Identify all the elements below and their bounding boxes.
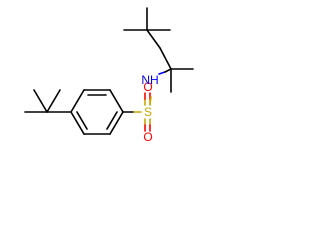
- neopentyl-group: [123, 7, 171, 49]
- bond-nitrogen-to-carbon-c-half: [164, 68, 172, 73]
- bond-ch2-to-quat-top: [146, 29, 161, 49]
- ring-bond-1: [70, 89, 85, 113]
- bond-quat-carbon-to-ch2: [159, 47, 172, 70]
- ring-bond-6: [70, 111, 85, 135]
- ring-bond-3: [109, 89, 124, 113]
- benzene-ring: [70, 89, 124, 135]
- dimethyl-carbon-group: [159, 47, 194, 93]
- tert-butyl-group: [24, 89, 72, 113]
- bond-tbutyl-methyl-top-right: [46, 89, 61, 113]
- bond-sulfur-to-nitrogen-sulfur-half: [149, 96, 152, 105]
- oxygen-lower-atom-label: O: [143, 130, 152, 144]
- chemical-structure-diagram: S O O NH: [24, 7, 194, 144]
- nitrogen-atom-label: NH: [141, 73, 158, 87]
- ring-inner-double-bond-right: [106, 111, 118, 130]
- bond-nitrogen-to-carbon-n-half: [158, 71, 166, 75]
- sulfur-atom-label: S: [144, 105, 152, 119]
- ring-inner-double-bond-left: [76, 111, 88, 130]
- oxygen-upper-atom-label: O: [143, 80, 152, 94]
- ring-bond-4: [109, 111, 124, 135]
- bond-tbutyl-methyl-top-left: [33, 89, 48, 113]
